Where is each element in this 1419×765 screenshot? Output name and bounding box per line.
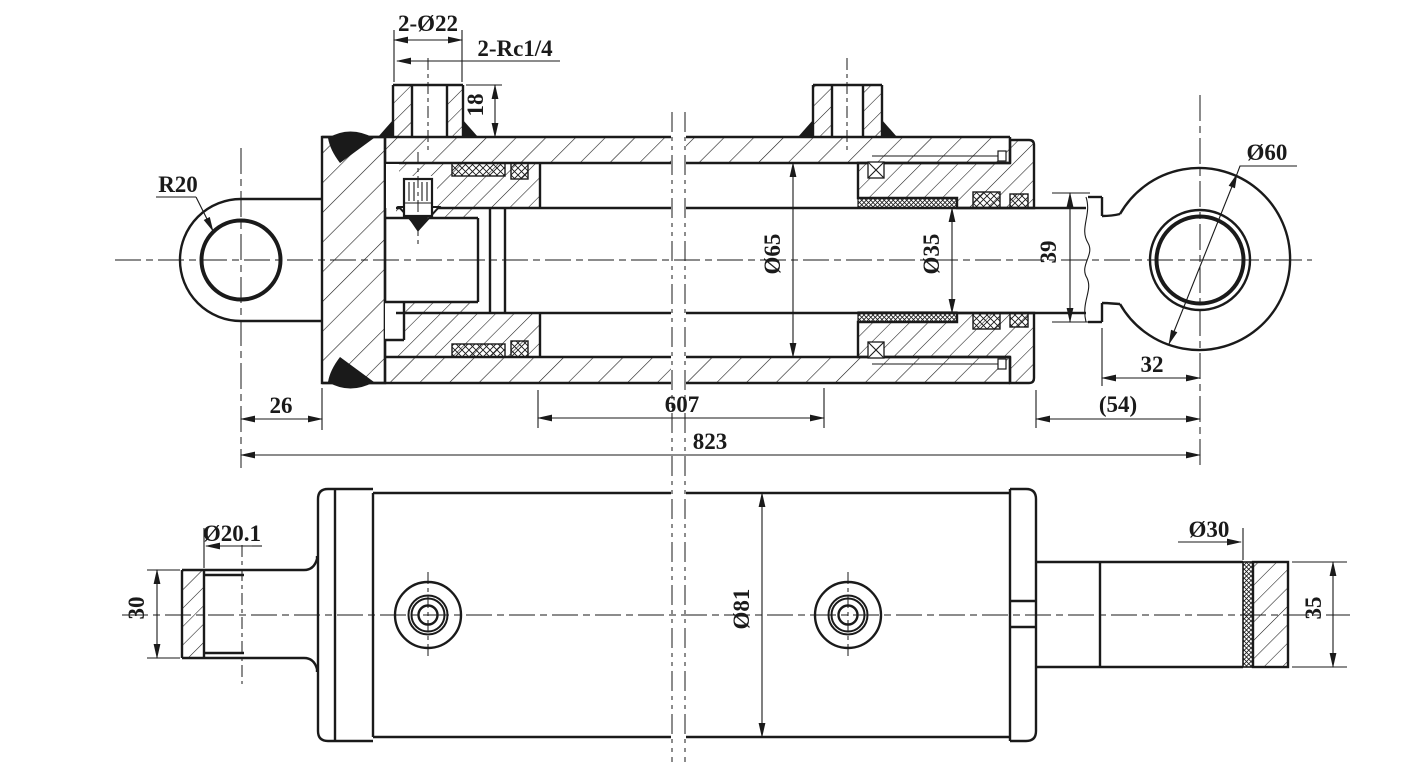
weld-fillet-top — [328, 131, 374, 163]
plan-view: Ø20.1 30 Ø81 Ø30 35 — [122, 487, 1350, 743]
dim-port-thread: 2-Rc1/4 — [477, 36, 553, 61]
wiper-seal-bottom — [1009, 312, 1029, 328]
dimensions-plan: Ø20.1 30 Ø81 Ø30 35 — [124, 492, 1347, 738]
dim-bore-dia: Ø65 — [760, 234, 785, 275]
rod-seal-top — [972, 191, 1001, 209]
rod-bushing-top — [857, 197, 958, 209]
dim-body-dia: Ø81 — [729, 589, 754, 630]
plan-cap-eye — [180, 556, 319, 672]
dim-port-height: 18 — [463, 94, 488, 117]
cylinder-tube — [322, 135, 1012, 385]
dim-eye-offset: 32 — [1141, 352, 1164, 377]
port-boss-2 — [798, 83, 897, 137]
piston-seal-bottom — [451, 343, 506, 358]
dim-rod-collar-dia: 39 — [1036, 241, 1061, 264]
dim-port-holes: 2-Ø22 — [398, 11, 458, 36]
wiper-seal-top — [1009, 193, 1029, 209]
dim-cap-eye-radius: R20 — [158, 172, 198, 197]
dim-eye-hole-dia: Ø20.1 — [203, 521, 261, 546]
rod-eye — [1118, 166, 1292, 352]
dim-cap-offset: 26 — [270, 393, 293, 418]
dim-rod-end-width: 35 — [1301, 597, 1326, 620]
rod-break-line — [1084, 196, 1091, 323]
dim-rod-dia: Ø35 — [919, 234, 944, 275]
dim-tube-length: 607 — [665, 392, 700, 417]
section-view: 2-Ø22 2-Rc1/4 18 R20 Ø60 Ø65 Ø35 39 32 2… — [115, 11, 1312, 762]
dim-head-ref: (54) — [1099, 392, 1137, 417]
rod-seal-bottom — [972, 312, 1001, 330]
dimensions-section: 2-Ø22 2-Rc1/4 18 R20 Ø60 Ø65 Ø35 39 32 2… — [156, 11, 1297, 459]
centerlines-plan — [122, 545, 1350, 684]
rod-bushing-bottom — [857, 311, 958, 323]
dim-eye-width: 30 — [124, 597, 149, 620]
weld-fillet-bottom — [328, 357, 374, 389]
rod-eye-outer-arc — [1118, 166, 1292, 352]
centerlines-section — [115, 58, 1312, 762]
rod-gland — [856, 138, 1036, 385]
dim-overall-length: 823 — [693, 429, 728, 454]
dim-rod-end-dia: Ø30 — [1189, 517, 1230, 542]
dim-rod-eye-dia: Ø60 — [1247, 140, 1288, 165]
piston-seal-top — [451, 162, 506, 177]
